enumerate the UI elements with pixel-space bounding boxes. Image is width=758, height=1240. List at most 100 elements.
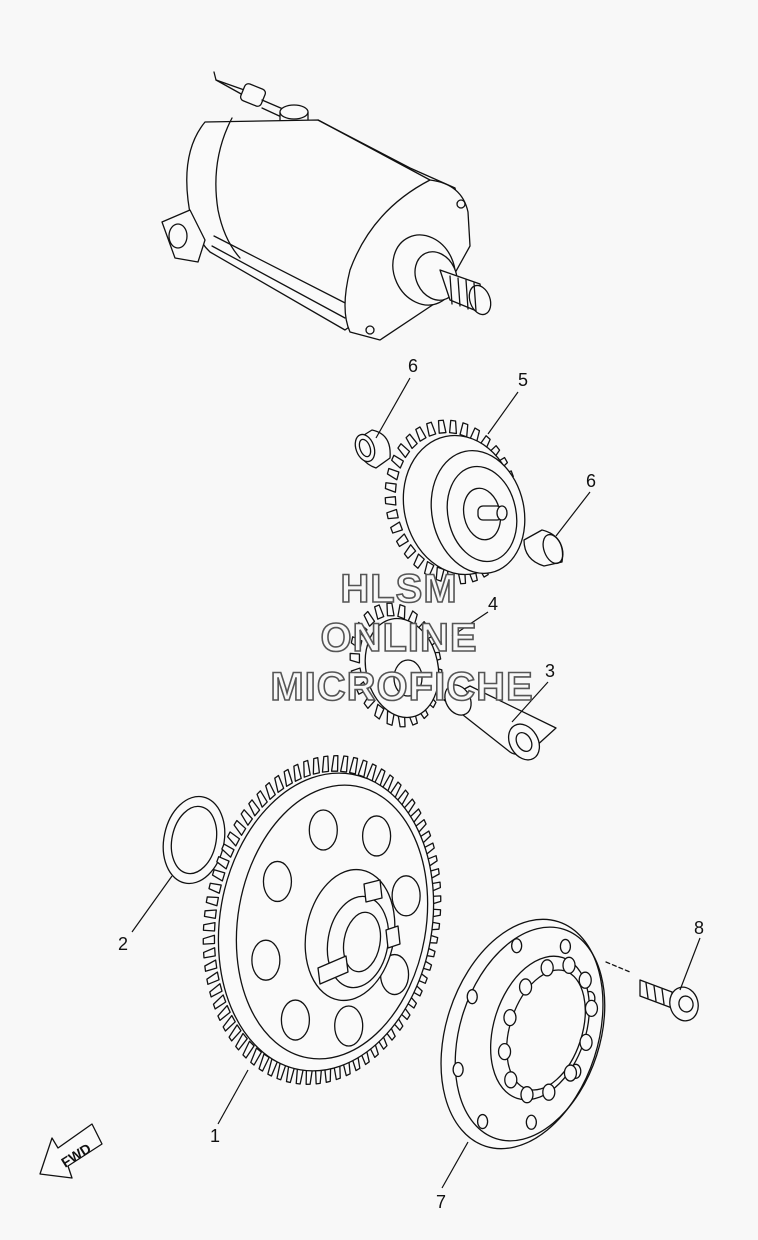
gear-tooth (350, 667, 363, 679)
callout-1: 1 (210, 1126, 220, 1146)
gear-tooth (386, 467, 400, 481)
gear-tooth (242, 1040, 255, 1059)
gear-tooth (250, 1047, 263, 1066)
gear-tooth (208, 882, 222, 894)
clutch-roller (563, 1064, 578, 1082)
clutch-roller (503, 1008, 517, 1027)
gear-tooth (386, 508, 399, 520)
callout-5: 5 (518, 370, 528, 390)
gear-tooth (256, 790, 268, 808)
gear-tooth (226, 831, 241, 847)
gear-tooth (374, 703, 385, 720)
starter-motor (161, 71, 492, 341)
collar-lower (523, 529, 564, 567)
gear-tooth (437, 419, 447, 434)
callout-6-lower: 6 (586, 471, 596, 491)
gear-tooth (355, 681, 368, 695)
lightening-hole (308, 809, 338, 851)
starter-clutch (440, 918, 606, 1150)
gear-tooth (321, 755, 330, 773)
clutch-roller (562, 956, 576, 974)
watermark-line-2: ONLINE (320, 616, 477, 660)
gear-tooth (274, 774, 285, 794)
gear-tooth (348, 756, 359, 775)
lightening-hole (361, 815, 392, 857)
gear-tooth (283, 768, 293, 787)
clutch-roller (540, 959, 554, 977)
clutch-roller (579, 1033, 593, 1052)
callout-6-upper: 6 (408, 356, 418, 376)
gear-tooth (415, 426, 427, 442)
gear-tooth (206, 971, 220, 985)
fwd-arrow-icon: FWD (39, 1123, 103, 1179)
gear-tooth (221, 843, 235, 858)
gear-tooth (216, 856, 230, 870)
gear-tooth (303, 759, 311, 778)
lightening-hole (280, 999, 311, 1041)
lightening-hole (391, 875, 421, 917)
gear-tooth (240, 809, 254, 826)
bolt-hole (511, 938, 523, 954)
gear-tooth (386, 602, 395, 617)
gear-tooth (312, 757, 320, 775)
gear-tooth (339, 755, 349, 773)
gear-tooth (459, 422, 469, 438)
clutch-roller (497, 1042, 512, 1061)
callout-3: 3 (545, 661, 555, 681)
callout-8: 8 (694, 918, 704, 938)
gear-tooth (448, 419, 458, 435)
gear-tooth (202, 922, 216, 932)
gear-tooth (363, 610, 376, 627)
watermark-line-3: MICROFICHE (270, 665, 533, 709)
gear-tooth (390, 521, 404, 534)
gear-tooth (363, 693, 376, 710)
callout-7: 7 (436, 1192, 446, 1212)
gear-tooth (235, 1032, 248, 1051)
gear-tooth (222, 1014, 236, 1032)
gear-tooth (349, 652, 361, 664)
collar-upper (354, 429, 391, 469)
lightening-hole (334, 1005, 364, 1047)
gear-tooth (405, 433, 418, 450)
gear-tooth (391, 454, 405, 469)
gear-tooth (330, 755, 339, 772)
gear-tooth (384, 496, 397, 506)
idle-gear-small (349, 602, 443, 728)
clutch-roller (520, 1086, 534, 1104)
gear-tooth (357, 759, 368, 778)
gear-tooth (204, 959, 218, 972)
gear-tooth (212, 994, 227, 1010)
watermark-line-1: HLSM (340, 567, 457, 611)
gear-tooth (205, 896, 220, 907)
gear-tooth (211, 869, 226, 882)
gear-tooth (202, 934, 216, 945)
gear-tooth (350, 636, 363, 650)
bolt-hole (525, 1114, 537, 1130)
starter-wheel-gear (202, 755, 442, 1085)
lightening-hole (251, 939, 281, 981)
lightening-hole (262, 860, 293, 903)
gear-tooth (248, 799, 261, 817)
gear-tooth (265, 781, 276, 800)
bolt-hole (466, 989, 478, 1005)
washer (162, 795, 226, 885)
gear-tooth (373, 604, 385, 620)
bolt-hole (452, 1061, 464, 1078)
clutch-bolt (605, 961, 699, 1022)
gear-tooth (355, 621, 368, 638)
gear-tooth (397, 604, 406, 620)
gear-tooth (293, 763, 302, 782)
gear-tooth (395, 533, 409, 548)
gear-tooth (384, 482, 397, 493)
callout-4: 4 (488, 594, 498, 614)
gear-tooth (209, 983, 223, 998)
gear-tooth (423, 560, 435, 577)
clutch-roller (542, 1083, 556, 1101)
gear-tooth (426, 421, 437, 437)
leader-lines (131, 377, 701, 1189)
gear-tooth (403, 544, 417, 559)
gear-tooth (202, 947, 216, 959)
idle-gear-shaft (443, 684, 557, 761)
